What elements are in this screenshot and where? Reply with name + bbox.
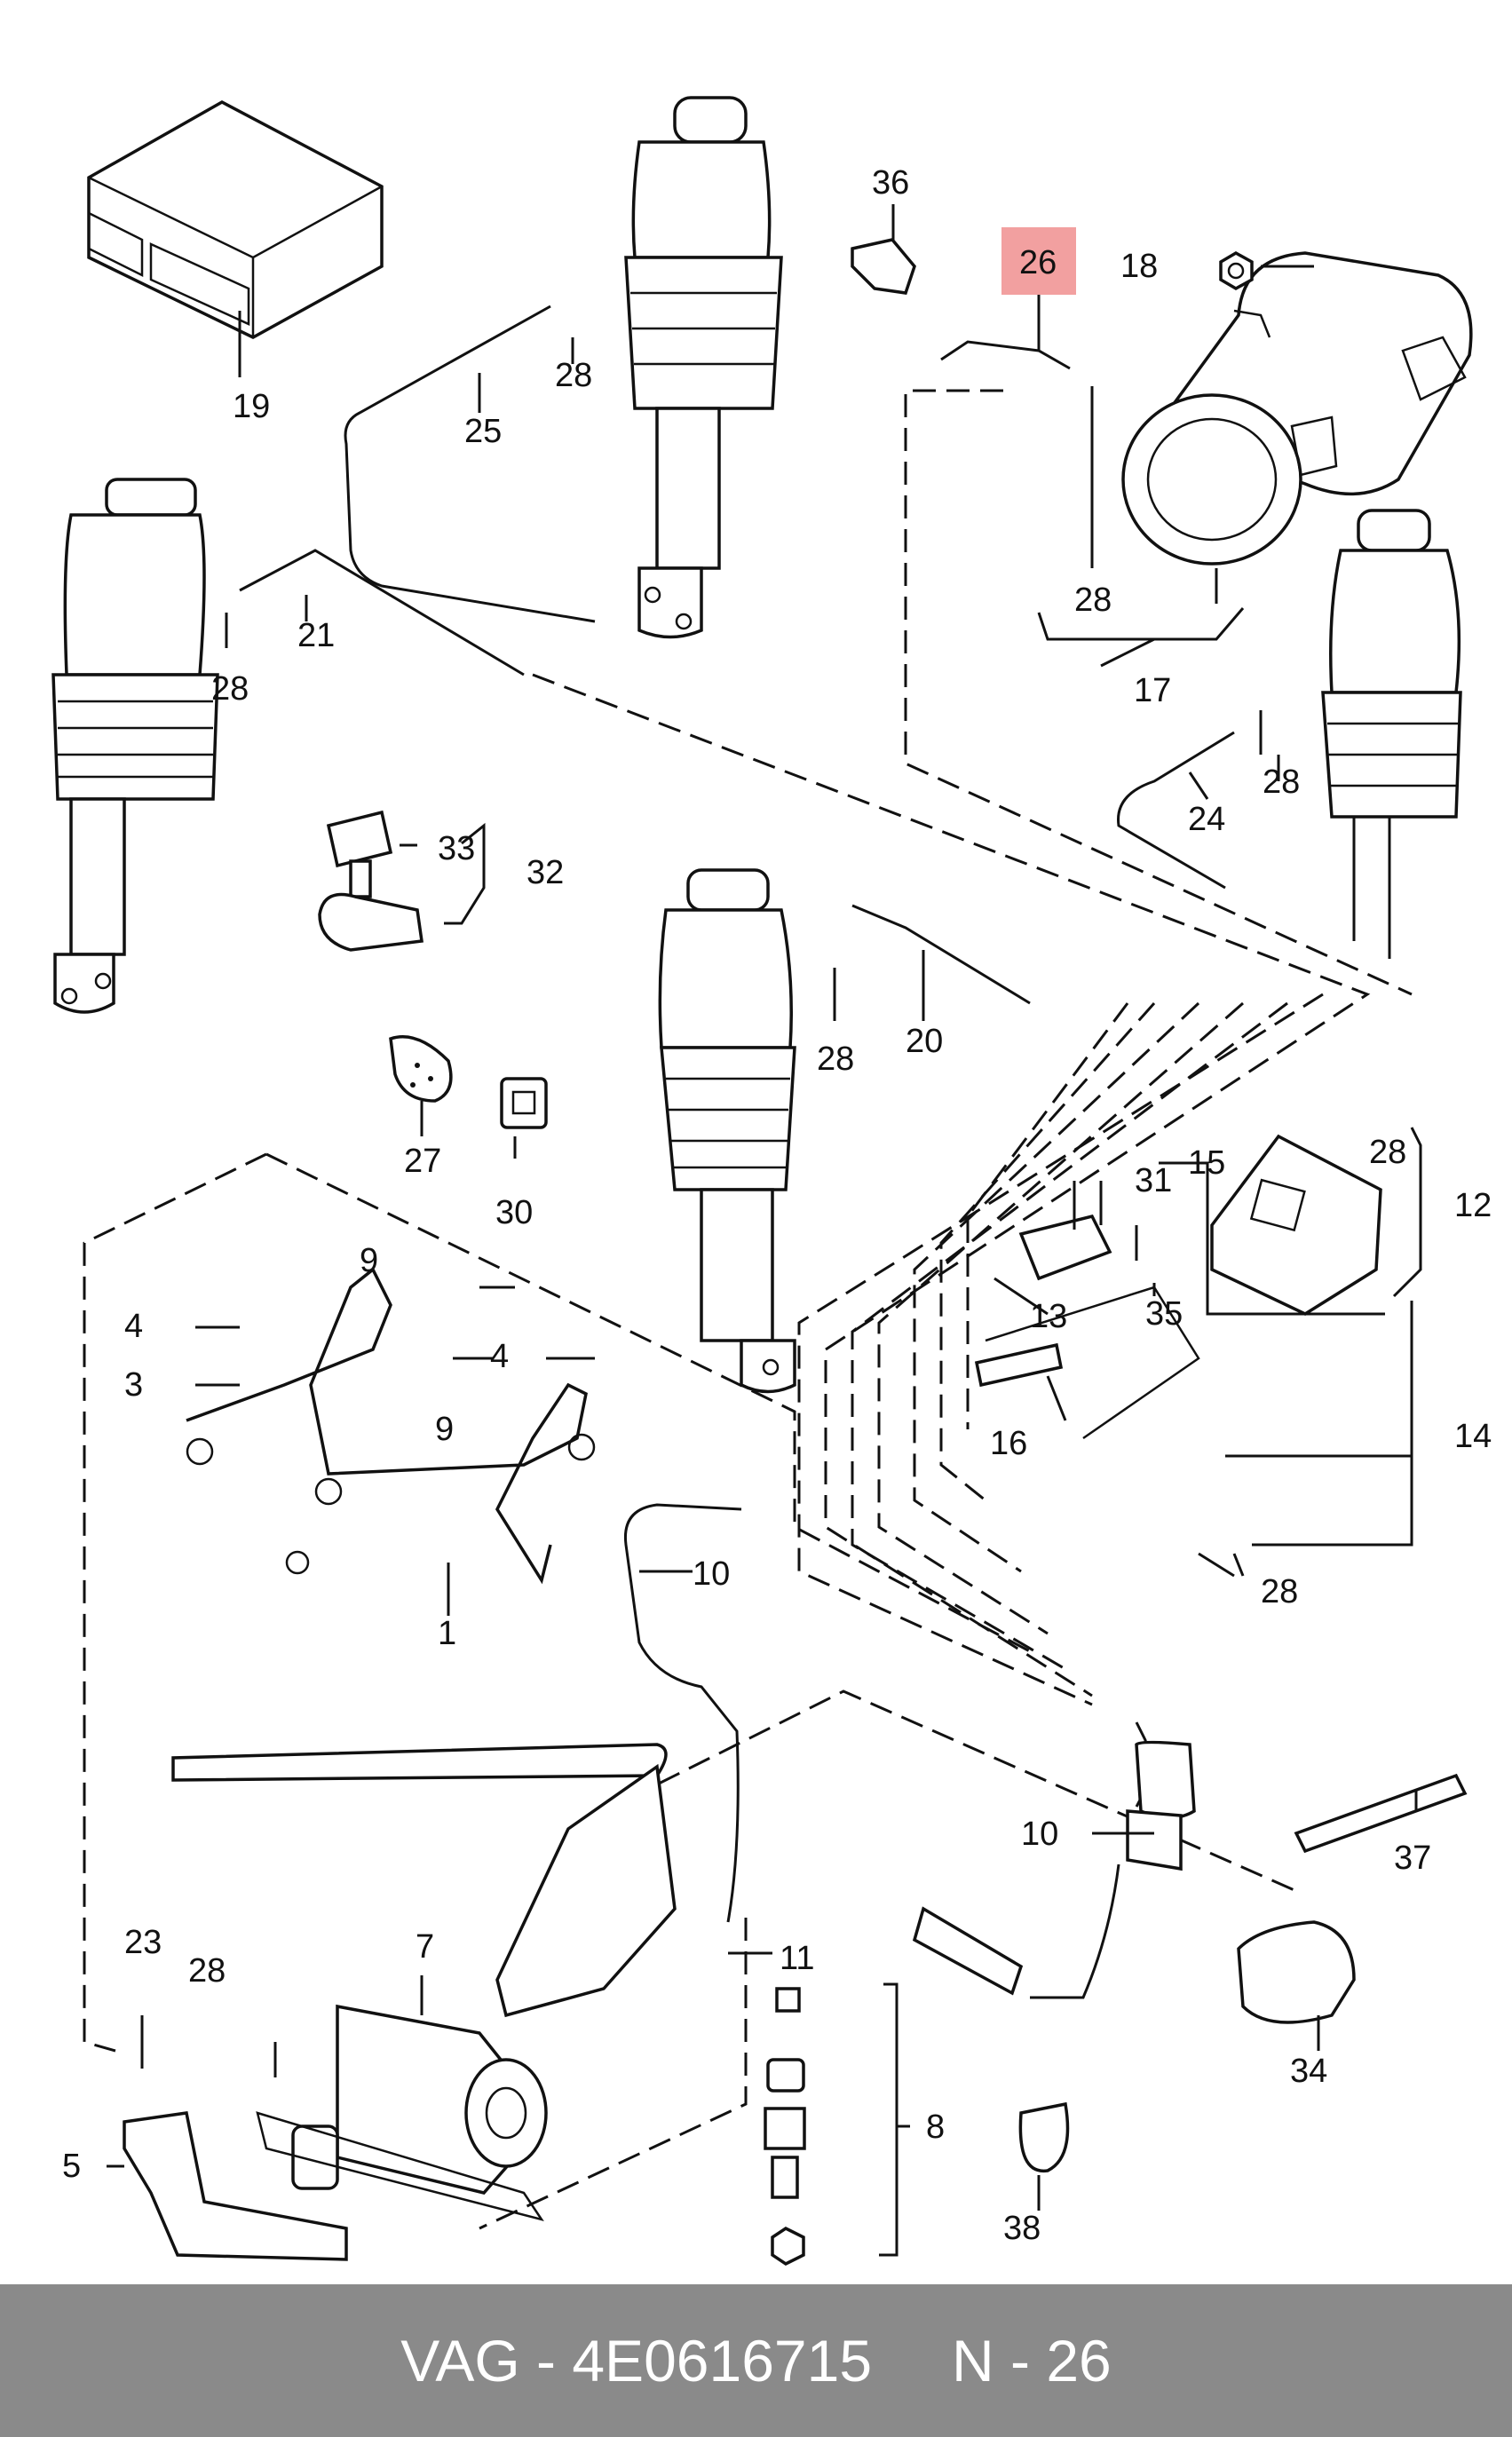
diagram-position: N - 26 (952, 2328, 1112, 2393)
part-number-footer: VAG - 4E0616715 N - 26 (0, 2284, 1512, 2437)
valve-block-illustration (974, 1134, 1382, 1440)
callout-38: 38 (1003, 2210, 1041, 2247)
callout-28: 28 (188, 1952, 226, 1990)
callout-3: 3 (124, 1366, 143, 1404)
highlight-box (1001, 227, 1076, 295)
callout-37: 37 (1394, 1840, 1431, 1877)
callout-15: 15 (1188, 1144, 1225, 1182)
brand-part-number: VAG - 4E0616715 (400, 2328, 873, 2393)
callout-33: 33 (438, 830, 475, 867)
air-reservoir-illustration (1121, 250, 1473, 566)
subframe-illustration (123, 1267, 677, 2261)
callout-34: 34 (1290, 2053, 1327, 2090)
callout-9: 9 (360, 1242, 378, 1279)
callout-23: 23 (124, 1924, 162, 1961)
callout-28: 28 (1261, 1573, 1298, 1610)
air-strut-front-left (51, 478, 219, 1014)
air-lines (239, 305, 1235, 1005)
callout-16: 16 (990, 1425, 1027, 1462)
control-unit-illustration (87, 100, 384, 339)
small-parts (318, 238, 916, 1129)
callout-28: 28 (211, 670, 249, 708)
compressor-illustration (256, 2004, 548, 2222)
callout-9: 9 (435, 1411, 454, 1448)
callout-35: 35 (1145, 1295, 1183, 1333)
callout-26: 26 (1019, 244, 1057, 281)
callout-28: 28 (1369, 1134, 1406, 1171)
callout-12: 12 (1454, 1187, 1492, 1224)
lines-and-connectors (623, 1503, 1468, 2172)
callout-5: 5 (62, 2148, 81, 2185)
callout-19: 19 (233, 388, 270, 425)
callout-numbers: 36 26 18 19 28 25 28 17 21 28 24 28 33 3… (62, 164, 1492, 2247)
air-strut-center (658, 868, 796, 1394)
callout-28: 28 (1074, 582, 1112, 619)
callout-21: 21 (297, 617, 335, 654)
callout-13: 13 (1030, 1298, 1067, 1335)
callout-20: 20 (906, 1023, 943, 1060)
callout-24: 24 (1188, 801, 1225, 838)
callout-27: 27 (404, 1143, 441, 1180)
callout-32: 32 (526, 854, 564, 891)
callout-1: 1 (438, 1615, 456, 1652)
parts-diagram: 36 26 18 19 28 25 28 17 21 28 24 28 33 3… (51, 96, 1492, 2267)
callout-18: 18 (1120, 248, 1158, 285)
callout-7: 7 (416, 1928, 434, 1966)
callout-30: 30 (495, 1194, 533, 1231)
callout-25: 25 (464, 413, 502, 450)
callout-10: 10 (693, 1555, 730, 1593)
valve-kit-illustration (764, 1987, 806, 2267)
callout-17: 17 (1134, 672, 1171, 709)
air-strut-right (1321, 509, 1462, 959)
callout-10: 10 (1021, 1816, 1058, 1853)
callout-11: 11 (780, 1940, 814, 1977)
callout-28: 28 (1263, 764, 1300, 801)
air-strut-top-center (624, 96, 783, 639)
leader-lines (107, 204, 1422, 2257)
callout-8: 8 (926, 2109, 945, 2146)
callout-36: 36 (872, 164, 909, 202)
callout-4: 4 (124, 1308, 143, 1345)
callout-28: 28 (817, 1040, 854, 1078)
callout-31: 31 (1135, 1162, 1172, 1199)
callout-4: 4 (490, 1338, 509, 1375)
callout-28: 28 (555, 357, 592, 394)
callout-14: 14 (1454, 1418, 1492, 1455)
